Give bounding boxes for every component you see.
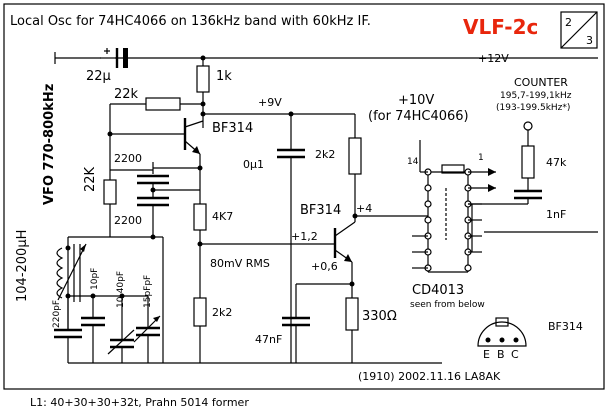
cap-47n-label: 47nF xyxy=(255,333,282,346)
resistor-47k-label: 47k xyxy=(546,156,567,169)
rail-9v-label: +9V xyxy=(258,96,282,109)
cd4013-label: CD4013 xyxy=(412,283,464,298)
resistor-2k2-top-label: 2k2 xyxy=(315,148,335,161)
inductor-l1 xyxy=(56,247,64,299)
page-number: 2 xyxy=(565,16,572,29)
frame-border xyxy=(3,3,605,390)
inductor-label: 104-200µH xyxy=(15,230,30,302)
resistor-22k-bias-label: 22K xyxy=(83,166,98,192)
resistor-2k2-top xyxy=(348,137,362,175)
resistor-22k-bias xyxy=(103,179,117,205)
cap-2200-a-label: 2200 xyxy=(114,152,142,165)
pin-c-label: C xyxy=(511,348,519,361)
q1-label: BF314 xyxy=(212,121,253,136)
bf314-pinout-label: BF314 xyxy=(548,320,583,333)
resistor-47k xyxy=(521,145,535,179)
cap-15p-label: 15pFpF xyxy=(143,275,153,308)
resistor-1k-label: 1k xyxy=(216,69,232,84)
brand-label: VLF-2c xyxy=(463,15,538,39)
page-box-diagonal xyxy=(560,11,598,49)
voltage-plus06: +0,6 xyxy=(311,260,338,273)
rail-12v-label: +12V xyxy=(478,52,509,65)
resistor-1k xyxy=(196,65,210,93)
q2-label: BF314 xyxy=(300,203,341,218)
cap-22u-label: 22µ xyxy=(86,69,111,84)
coil-note: L1: 40+30+30+32t, Prahn 5014 former xyxy=(30,396,249,409)
diagram-title: Local Osc for 74HC4066 on 136kHz band wi… xyxy=(10,14,371,29)
rail-10v-label: +10V xyxy=(398,93,434,108)
voltage-plus12: +1,2 xyxy=(291,230,318,243)
pin-e-label: E xyxy=(483,348,490,361)
resistor-22k-feedback-label: 22k xyxy=(114,87,139,102)
rail-10v-note: (for 74HC4066) xyxy=(368,109,469,124)
resistor-22k-feedback xyxy=(145,97,181,111)
footer-credit: (1910) 2002.11.16 LA8AK xyxy=(358,370,501,383)
cap-2200-b-label: 2200 xyxy=(114,214,142,227)
resistor-330-label: 330Ω xyxy=(362,309,397,324)
cd4013-note: seen from below xyxy=(410,300,485,310)
resistor-4k7-label: 4K7 xyxy=(212,210,233,223)
page-box xyxy=(560,11,598,49)
pin14-label: 14 xyxy=(407,157,419,167)
resistor-330 xyxy=(345,297,359,331)
cap-22u-plate-b xyxy=(123,48,128,68)
cap-1n-label: 1nF xyxy=(546,208,566,221)
page-total: 3 xyxy=(586,34,593,47)
counter-terminal xyxy=(523,121,533,131)
counter-range2: (193-199.5kHz*) xyxy=(496,103,570,113)
pin1-label: 1 xyxy=(478,153,484,163)
cap-0u1-label: 0µ1 xyxy=(243,158,264,171)
resistor-4k7 xyxy=(193,203,207,231)
cap-220p-label: 220pF xyxy=(52,300,62,328)
resistor-2k2-bottom xyxy=(193,297,207,327)
resistor-2k2-bottom-label: 2k2 xyxy=(212,306,232,319)
counter-label: COUNTER xyxy=(514,76,568,89)
rms-label: 80mV RMS xyxy=(210,257,270,270)
counter-range: 195,7-199,1kHz xyxy=(500,91,572,101)
cap-10p-label: 10pF xyxy=(90,268,100,290)
cd4013-ic xyxy=(412,140,496,273)
pin-b-label: B xyxy=(497,348,505,361)
bf314-pinout xyxy=(477,317,527,347)
cap-trimmer-label: 10-40pF xyxy=(116,271,126,308)
voltage-plus4: +4 xyxy=(356,202,372,215)
vfo-label: VFO 770-800kHz xyxy=(42,84,57,205)
